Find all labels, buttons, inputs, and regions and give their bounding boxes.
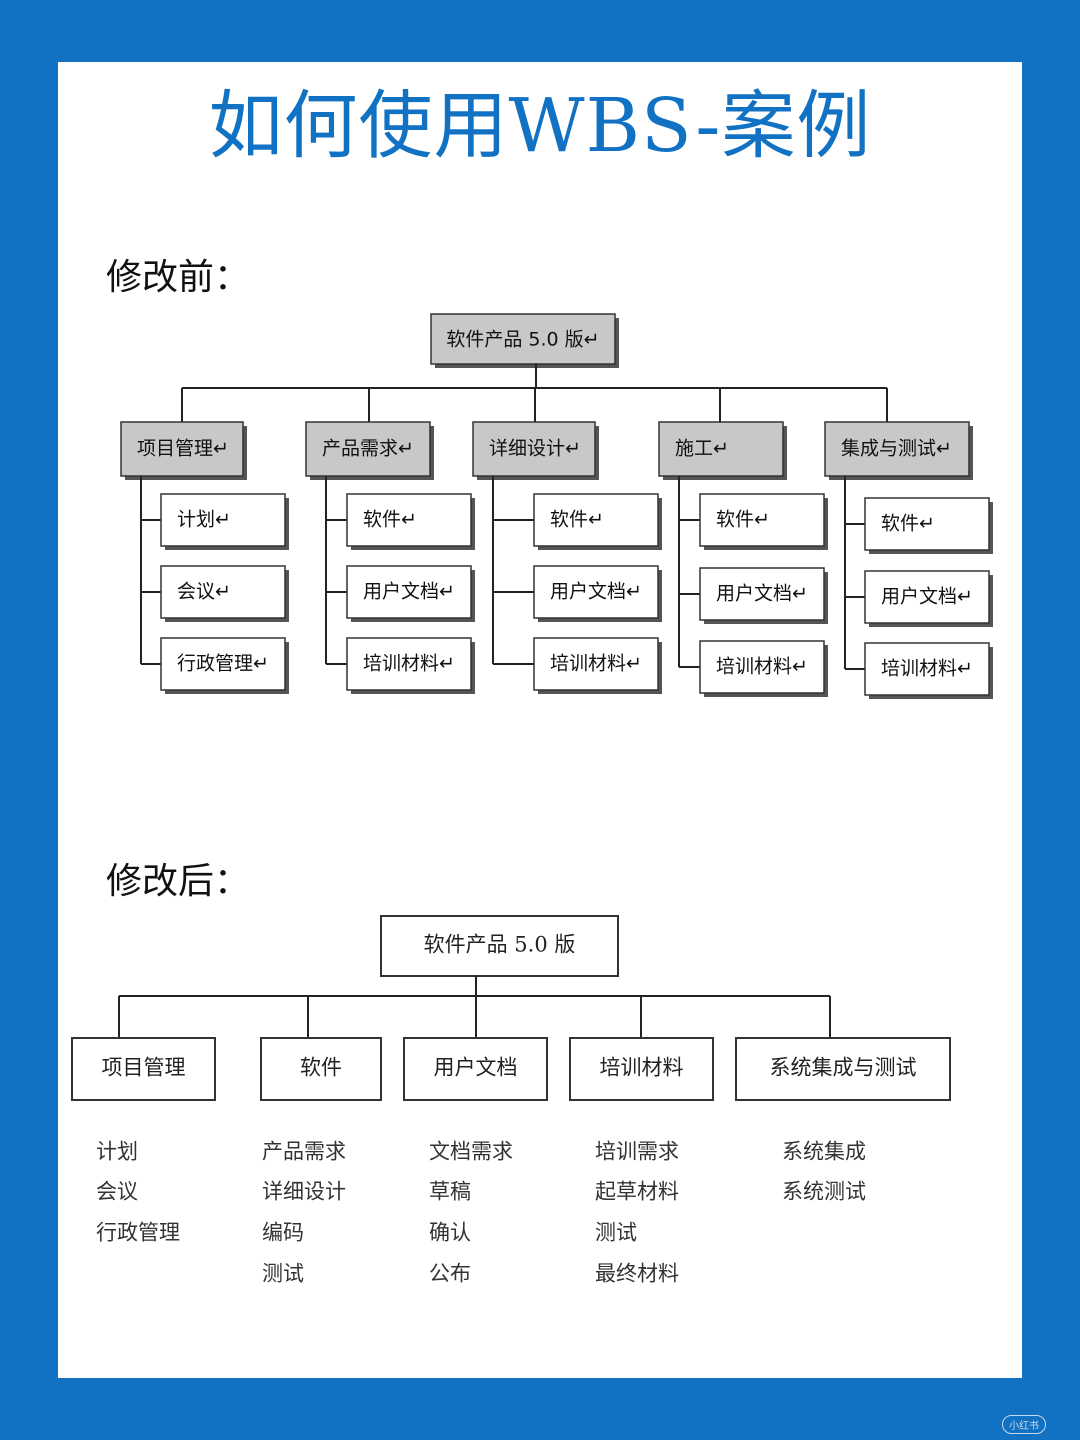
after-root-box: [380, 915, 619, 977]
before-child-label: 软件↵: [881, 513, 935, 535]
before-child-label: 用户文档↵: [550, 581, 642, 603]
before-child-box: [699, 493, 825, 547]
before-child-box: [864, 570, 990, 624]
before-child-label: 用户文档↵: [363, 581, 455, 603]
after-task-item: 最终材料: [595, 1262, 679, 1286]
after-group-box: [735, 1037, 951, 1101]
after-group-box: [71, 1037, 216, 1101]
before-child-label: 用户文档↵: [716, 583, 808, 605]
after-task-item: 确认: [429, 1221, 471, 1245]
before-section-label: 修改前：: [106, 257, 251, 298]
after-task-item: 公布: [429, 1262, 471, 1286]
before-child-box: [160, 565, 286, 619]
after-root-label: 软件产品 5.0 版: [424, 933, 576, 957]
after-group-label: 培训材料: [600, 1056, 684, 1080]
after-task-item: 测试: [262, 1262, 304, 1286]
after-task-item: 产品需求: [262, 1140, 346, 1164]
after-task-item: 起草材料: [595, 1180, 679, 1204]
after-task-item: 详细设计: [262, 1180, 346, 1204]
before-group-label: 产品需求↵: [322, 438, 414, 460]
before-child-box: [346, 493, 472, 547]
before-child-box: [864, 642, 990, 696]
after-group-box: [403, 1037, 548, 1101]
after-task-item: 培训需求: [595, 1140, 679, 1164]
before-child-box: [864, 497, 990, 551]
before-child-label: 培训材料↵: [716, 656, 808, 678]
before-group-box: [658, 421, 784, 477]
before-child-label: 会议↵: [177, 581, 231, 603]
after-group-box: [260, 1037, 382, 1101]
before-group-label: 施工↵: [675, 438, 729, 460]
before-group-box: [305, 421, 431, 477]
after-task-item: 文档需求: [429, 1140, 513, 1164]
before-group-label: 集成与测试↵: [841, 438, 952, 460]
before-group-label: 详细设计↵: [489, 438, 581, 460]
before-child-box: [699, 567, 825, 621]
after-section-label: 修改后：: [106, 861, 251, 902]
after-group-label: 项目管理: [102, 1056, 186, 1080]
page-title: 如何使用WBS-案例: [208, 83, 872, 169]
before-child-label: 用户文档↵: [881, 586, 973, 608]
watermark: 小红书: [1002, 1415, 1046, 1434]
before-child-label: 培训材料↵: [881, 658, 973, 680]
before-group-box: [120, 421, 244, 477]
after-task-item: 会议: [96, 1180, 138, 1204]
before-group-box: [472, 421, 596, 477]
before-child-label: 软件↵: [363, 509, 417, 531]
before-root-label: 软件产品 5.0 版↵: [446, 329, 599, 351]
before-child-box: [160, 637, 286, 691]
before-child-label: 软件↵: [716, 509, 770, 531]
after-task-item: 系统集成: [782, 1140, 866, 1164]
content-card: [58, 62, 1022, 1378]
before-child-box: [346, 637, 472, 691]
after-task-item: 草稿: [429, 1180, 471, 1204]
before-root-box: [430, 313, 616, 365]
after-task-item: 测试: [595, 1221, 637, 1245]
before-child-box: [699, 640, 825, 694]
after-group-label: 系统集成与测试: [770, 1056, 917, 1080]
before-child-box: [533, 565, 659, 619]
after-task-item: 行政管理: [96, 1221, 180, 1245]
before-child-label: 软件↵: [550, 509, 604, 531]
before-child-label: 计划↵: [177, 509, 231, 531]
before-child-box: [160, 493, 286, 547]
after-task-item: 系统测试: [782, 1180, 866, 1204]
after-task-item: 编码: [262, 1221, 304, 1245]
after-group-label: 软件: [300, 1056, 342, 1080]
before-child-label: 培训材料↵: [550, 653, 642, 675]
before-child-label: 培训材料↵: [363, 653, 455, 675]
before-child-box: [533, 637, 659, 691]
before-child-box: [346, 565, 472, 619]
after-group-label: 用户文档: [434, 1056, 518, 1080]
after-group-box: [569, 1037, 714, 1101]
before-child-box: [533, 493, 659, 547]
before-child-label: 行政管理↵: [177, 653, 269, 675]
before-group-label: 项目管理↵: [137, 438, 229, 460]
after-task-item: 计划: [96, 1140, 138, 1164]
before-group-box: [824, 421, 970, 477]
